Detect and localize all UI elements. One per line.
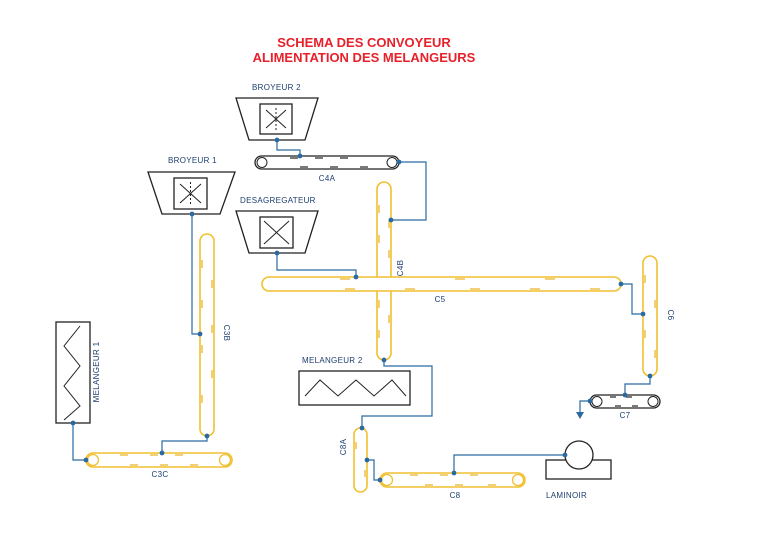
conveyor-c5	[261, 276, 622, 292]
conveyor-c5-label: C5	[435, 295, 446, 304]
melangeur-1-label: MELANGEUR 1	[92, 341, 101, 402]
broyeur-1	[147, 171, 236, 215]
conveyor-c4a-label: C4A	[319, 174, 336, 183]
crusher-icon	[265, 108, 287, 130]
desagregateur	[235, 210, 319, 254]
conveyor-c3c-label: C3C	[152, 470, 169, 479]
melangeur-1	[55, 321, 91, 424]
broyeur-2-label: BROYEUR 2	[252, 83, 301, 92]
diagram-title-line1: SCHEMA DES CONVOYEUR	[277, 35, 451, 50]
melangeur-2	[298, 370, 411, 406]
conveyor-c3c	[85, 452, 233, 468]
laminoir-label: LAMINOIR	[546, 491, 587, 500]
conveyor-c7-label: C7	[620, 411, 631, 420]
conveyor-c4a	[254, 155, 400, 170]
diagram-title-line2: ALIMENTATION DES MELANGEURS	[253, 50, 476, 65]
conveyor-c4b-label: C4B	[396, 260, 405, 276]
desagregateur-label: DESAGREGATEUR	[240, 196, 316, 205]
broyeur-2	[235, 97, 319, 141]
conveyor-c4b	[376, 181, 392, 361]
flow-lines	[70, 137, 653, 483]
conveyor-c3b-label: C3B	[222, 325, 231, 341]
laminoir	[545, 440, 612, 480]
conveyor-c8a-label: C8A	[339, 438, 348, 455]
crusher-icon	[179, 182, 202, 205]
broyeur-1-label: BROYEUR 1	[168, 156, 217, 165]
conveyor-c8	[379, 472, 526, 488]
melangeur-2-label: MELANGEUR 2	[302, 356, 363, 365]
conveyor-c8-label: C8	[450, 491, 461, 500]
conveyor-c6	[642, 255, 658, 377]
conveyor-c6-label: C6	[666, 310, 675, 321]
